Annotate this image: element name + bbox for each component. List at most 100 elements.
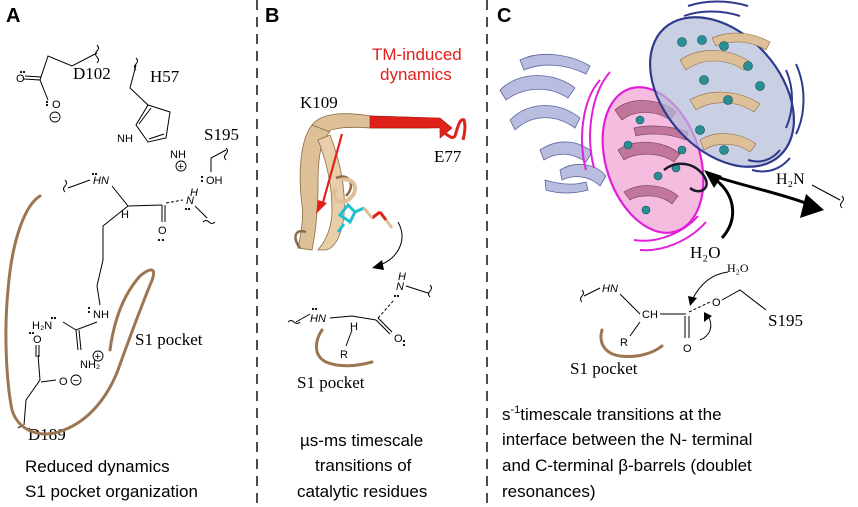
panel-c: C xyxy=(497,0,844,501)
s1-pocket-outline-a xyxy=(4,194,156,436)
arg-residue: HN H O N H NH H₂N NH₂ + xyxy=(32,172,216,371)
navy-arc-3 xyxy=(785,69,793,129)
water-label-large: H₂O xyxy=(690,243,720,262)
caption-c-line3: and C-terminal β-barrels (doublet xyxy=(502,456,752,475)
caption-c-line2: interface between the N- terminal xyxy=(502,430,752,449)
b-hn: HN xyxy=(310,313,326,325)
arg-o: O xyxy=(158,225,167,237)
s1-pocket-outline-c xyxy=(599,328,664,358)
navy-arc-5 xyxy=(747,149,781,163)
caption-c-line1: timescale transitions at the xyxy=(520,405,721,424)
e77-label: E77 xyxy=(434,147,462,166)
caption-b-line3: catalytic residues xyxy=(297,482,427,501)
h2n-bond xyxy=(811,184,841,201)
s195-chain xyxy=(210,149,227,172)
c-ch: CH xyxy=(642,309,658,321)
magenta-arc-3 xyxy=(639,221,707,252)
c-bond-left xyxy=(583,287,601,297)
h57-nh: NH xyxy=(170,149,186,161)
arg-ne: NH xyxy=(93,309,109,321)
caption-b-line2: transitions of xyxy=(315,456,412,475)
water-label-small: H₂O xyxy=(727,261,749,275)
c-wavy-left xyxy=(580,289,584,303)
arg-plus: + xyxy=(95,351,101,363)
c-ester-bond xyxy=(688,301,711,313)
d189-charge xyxy=(70,374,82,386)
b-r-bond xyxy=(345,329,353,347)
arg-nh2: NH₂ xyxy=(80,359,100,371)
c-ser-chain xyxy=(721,289,767,311)
panel-c-letter: C xyxy=(497,5,511,27)
arg-h2n: H₂N xyxy=(32,320,52,332)
c-carbonyl xyxy=(684,316,690,338)
caption-c-sup-exp: -1 xyxy=(511,404,521,416)
caption-b-line1: µs-ms timescale xyxy=(300,431,423,450)
ribbon-tan-loop xyxy=(331,177,357,204)
sticks-tan xyxy=(362,207,394,229)
d102-label: D102 xyxy=(73,64,111,83)
navy-arc-6 xyxy=(751,157,791,173)
caption-c-line4: resonances) xyxy=(502,482,596,501)
d102-o1: O xyxy=(16,73,25,85)
panel-b-letter: B xyxy=(265,5,279,27)
arg-backbone-right xyxy=(194,205,208,219)
arg-peptide-bond xyxy=(165,199,184,204)
caption-c-sup-s: s xyxy=(502,405,511,424)
caption-c-line1-text: s-1timescale transitions at the xyxy=(502,404,722,424)
s195-wavy-bond xyxy=(224,147,228,161)
water-attack-arrow-head xyxy=(704,170,722,188)
arg-charge xyxy=(92,350,104,362)
c-r-bond xyxy=(629,321,641,337)
d189-chain xyxy=(23,354,57,426)
acyl-enzyme: HN CH R O O S195 H₂O xyxy=(580,261,803,355)
h57-residue: NH NH + H57 xyxy=(117,57,187,173)
b-bond-mid xyxy=(329,315,377,321)
c-push-arrow-head xyxy=(704,312,712,322)
c-water-arrow-head xyxy=(688,296,697,306)
navy-arc-1 xyxy=(683,10,741,17)
s1-pocket-label-c: S1 pocket xyxy=(570,359,638,378)
sticks-red xyxy=(371,210,388,221)
arg-wavy-left xyxy=(63,179,67,193)
arg-nh-h: H xyxy=(190,187,198,199)
panel-a: A O O − D102 NH NH + H57 xyxy=(4,5,239,501)
h57-plus: + xyxy=(178,161,184,173)
d102-minus: − xyxy=(52,112,58,124)
caption-a-line1: Reduced dynamics xyxy=(25,457,170,476)
arg-carbonyl xyxy=(161,205,166,222)
d102-o2: O xyxy=(52,99,61,111)
c-push-arrow xyxy=(699,315,712,341)
h57-charge xyxy=(175,160,187,172)
interface-loop xyxy=(663,162,708,193)
c-water-arrow xyxy=(691,271,729,301)
s1-pocket-label-b: S1 pocket xyxy=(297,373,365,392)
b-o: O xyxy=(394,333,403,345)
navy-arc-2 xyxy=(687,0,749,7)
magenta-arc-1 xyxy=(581,79,601,171)
d102-charge xyxy=(49,111,61,123)
arg-hn: HN xyxy=(93,175,109,187)
h2n-wavy xyxy=(840,195,844,209)
b-wavy-right xyxy=(428,284,432,298)
d102-residue: O O − D102 xyxy=(16,44,111,124)
s195-label: S195 xyxy=(204,125,239,144)
h2n-label: H₂N xyxy=(776,171,805,188)
nucleophile-arrow-b xyxy=(379,221,403,266)
ribbon-strand-lower xyxy=(297,124,331,251)
b-wavy-left xyxy=(287,320,301,324)
c-hn: HN xyxy=(602,283,618,295)
b-r: R xyxy=(340,349,348,361)
d102-carbonyl xyxy=(23,75,42,81)
b-carbonyl xyxy=(375,317,393,335)
d102-chain xyxy=(39,52,98,101)
panel-a-letter: A xyxy=(6,5,20,27)
water-attack-arrow xyxy=(715,178,735,239)
b-peptide-bond xyxy=(377,299,395,319)
c-s195-label: S195 xyxy=(768,311,803,330)
arg-backbone-mid xyxy=(111,185,163,207)
b-alpha-h: H xyxy=(350,321,358,333)
magenta-arc-4 xyxy=(633,215,699,242)
ribbon-tm-segment xyxy=(369,115,453,139)
b-bond-right xyxy=(405,285,429,294)
lavender-domain-ribbons xyxy=(499,54,607,194)
